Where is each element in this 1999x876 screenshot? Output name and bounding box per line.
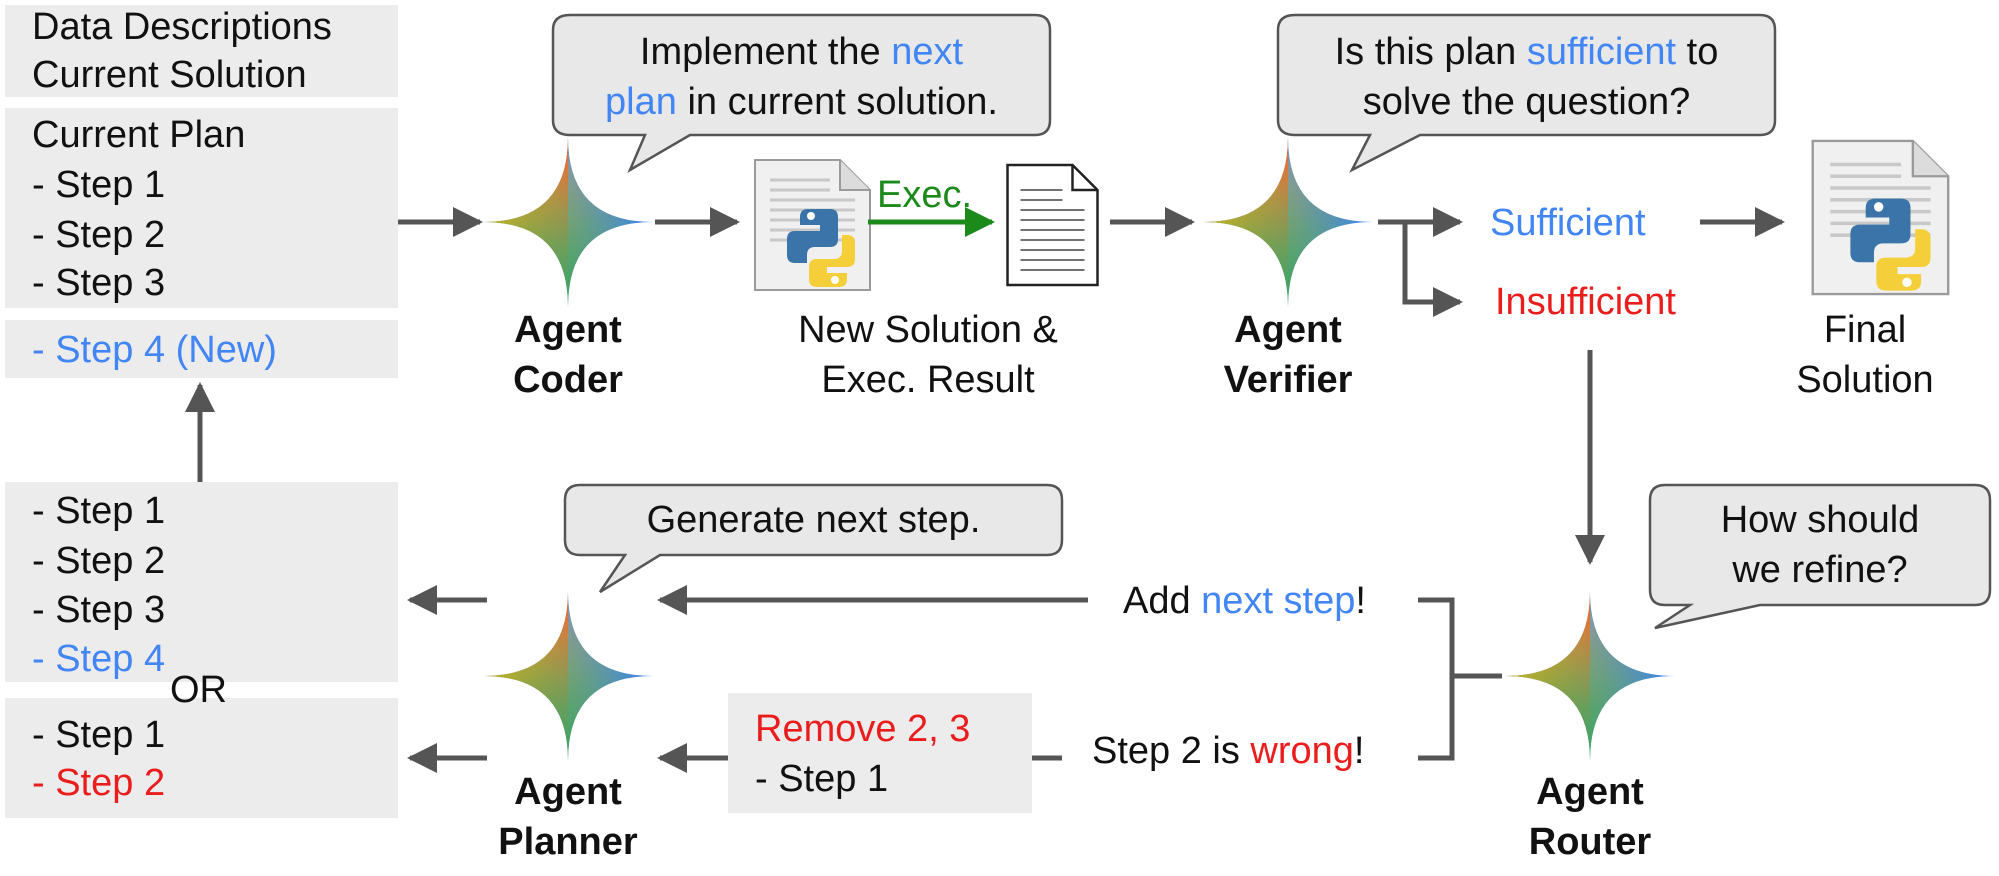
new-solution-line-2: Exec. Result bbox=[821, 359, 1035, 401]
insufficient-label: Insufficient bbox=[1495, 281, 1676, 323]
coder-label-line-1: Agent bbox=[514, 309, 622, 351]
planner-label-line-1: Agent bbox=[514, 771, 622, 813]
verifier-label-line-2: Verifier bbox=[1223, 359, 1353, 401]
step2-wrong-label: Step 2 is wrong! bbox=[1092, 730, 1365, 772]
coder-speech-bubble bbox=[551, 13, 1052, 173]
coder-label-line-2: Coder bbox=[513, 359, 623, 401]
exec-label: Exec. bbox=[877, 174, 973, 216]
router-bubble-line-1: How should bbox=[1720, 499, 1920, 541]
current-plan-title: Current Plan bbox=[32, 114, 246, 156]
context-line-2: Current Solution bbox=[32, 54, 307, 96]
router-label-line-2: Router bbox=[1528, 821, 1652, 863]
remove-steps-box bbox=[728, 693, 1032, 813]
router-label-line-1: Agent bbox=[1536, 771, 1644, 813]
add-result-step-1: - Step 1 bbox=[32, 490, 166, 532]
plan-step-3: - Step 3 bbox=[32, 262, 166, 304]
sufficient-label: Sufficient bbox=[1490, 202, 1646, 244]
planner-gem-icon bbox=[483, 591, 653, 761]
final-solution-line-2: Solution bbox=[1796, 359, 1934, 401]
planner-speech-bubble bbox=[563, 483, 1064, 594]
router-speech-bubble bbox=[1648, 483, 1992, 630]
verifier-bubble-line-1: Is this plan sufficient to bbox=[1334, 31, 1719, 73]
verifier-speech-bubble bbox=[1276, 13, 1777, 173]
current-plan-box bbox=[5, 108, 398, 308]
coder-bubble-line-1: Implement the next bbox=[639, 31, 964, 73]
document-file-icon bbox=[1006, 163, 1099, 287]
add-result-step-2: - Step 2 bbox=[32, 540, 166, 582]
python-file-icon bbox=[753, 158, 872, 292]
plan-step-2: - Step 2 bbox=[32, 214, 166, 256]
remove-steps-step-1: - Step 1 bbox=[755, 758, 889, 800]
add-next-step-label: Add next step! bbox=[1123, 580, 1366, 622]
planner-bubble-text: Generate next step. bbox=[646, 499, 981, 541]
planner-label-line-2: Planner bbox=[498, 821, 638, 863]
coder-bubble-line-2: plan in current solution. bbox=[605, 81, 998, 123]
or-label: OR bbox=[170, 669, 227, 711]
remove-steps-title: Remove 2, 3 bbox=[755, 708, 971, 750]
remove-result-box bbox=[5, 698, 398, 818]
add-result-box bbox=[5, 482, 398, 682]
add-result-new-step: - Step 4 bbox=[32, 638, 166, 680]
remove-result-step-1: - Step 1 bbox=[32, 714, 166, 756]
new-step-text: - Step 4 (New) bbox=[32, 329, 277, 371]
router-bracket-line bbox=[1418, 597, 1455, 761]
verifier-bubble-line-2: solve the question? bbox=[1362, 81, 1691, 123]
router-bubble-line-2: we refine? bbox=[1732, 549, 1908, 591]
final-solution-line-1: Final bbox=[1823, 309, 1907, 351]
new-solution-line-1: New Solution & bbox=[798, 309, 1058, 351]
plan-step-1: - Step 1 bbox=[32, 164, 166, 206]
remove-result-step-2: - Step 2 bbox=[32, 762, 166, 804]
add-result-step-3: - Step 3 bbox=[32, 589, 166, 631]
context-line-1: Data Descriptions bbox=[32, 6, 332, 48]
verifier-label-line-1: Agent bbox=[1234, 309, 1342, 351]
final-python-file-icon bbox=[1810, 138, 1951, 297]
new-step-box bbox=[5, 320, 398, 378]
context-box bbox=[5, 5, 398, 97]
arrow-verifier-to-insufficient bbox=[1402, 222, 1463, 317]
